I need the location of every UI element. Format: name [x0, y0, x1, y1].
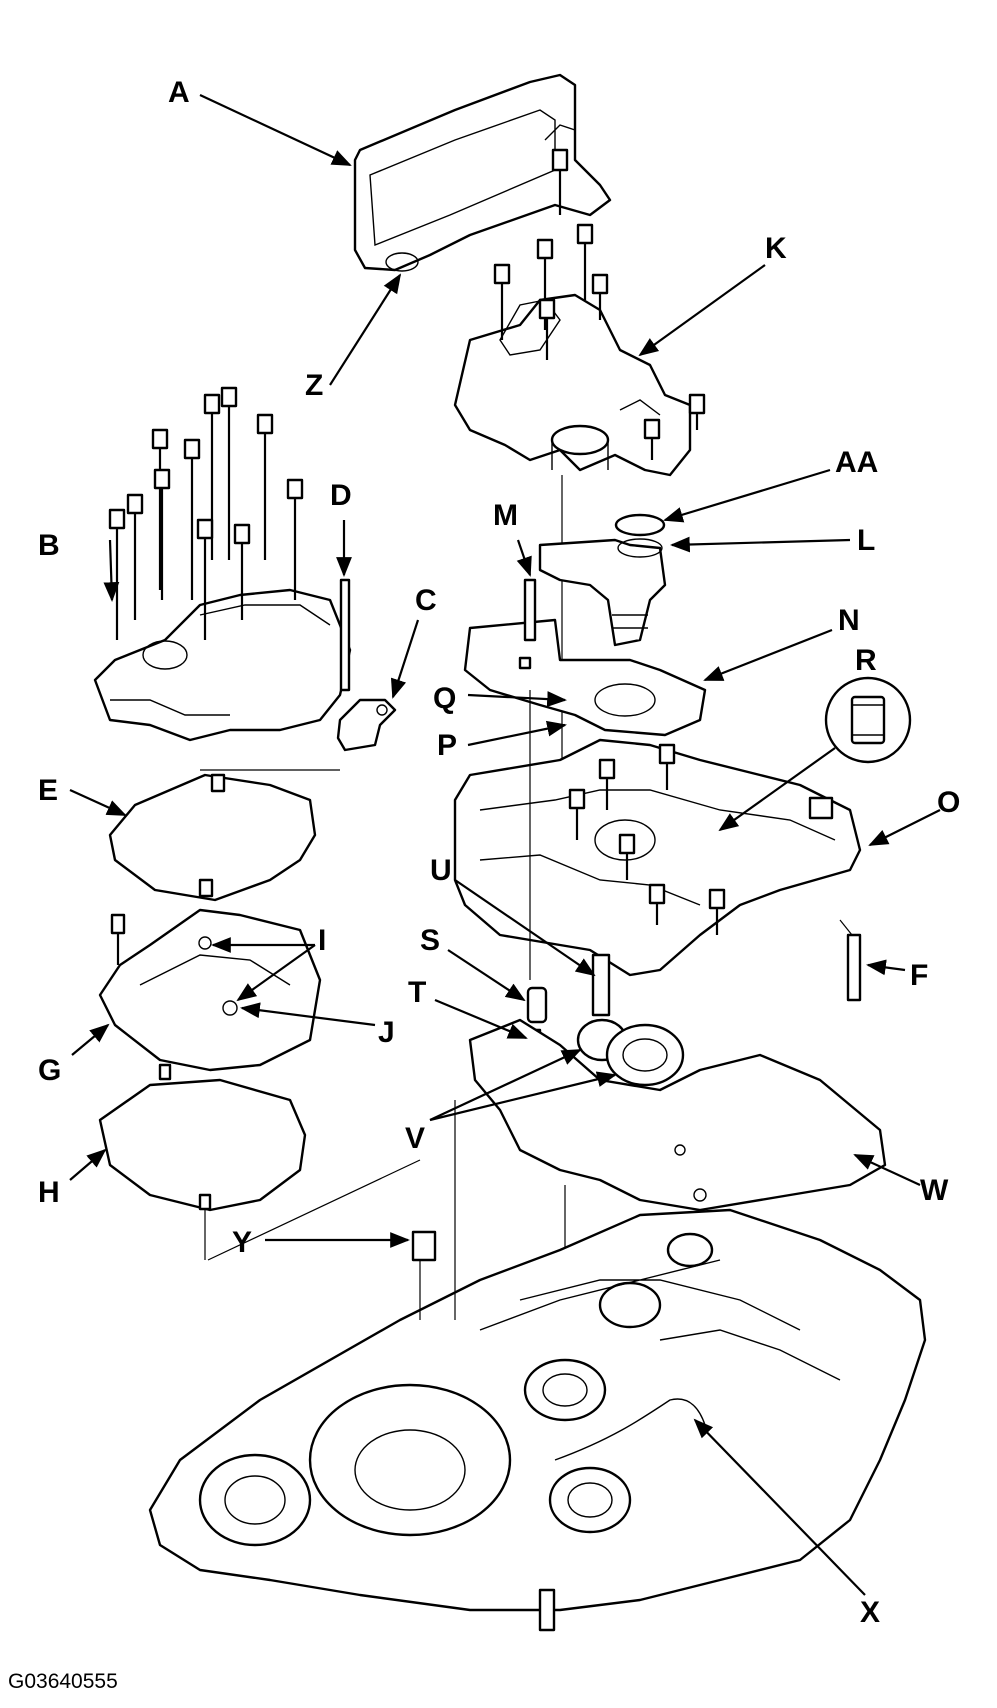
part-o-main-valve-body	[453, 738, 862, 977]
label-t: T	[408, 976, 426, 1009]
part-b-valve-body	[93, 588, 352, 742]
label-e: E	[38, 774, 58, 807]
leader-f	[866, 959, 906, 976]
figure-code: G03640555	[8, 1670, 118, 1693]
leader-s	[447, 949, 526, 1002]
label-s: S	[420, 924, 440, 957]
part-d-rod	[339, 578, 351, 692]
leader-b	[103, 539, 120, 602]
leader-j	[240, 1002, 376, 1027]
leader-w	[853, 1154, 921, 1186]
leader-t	[434, 998, 528, 1040]
label-i: I	[318, 924, 326, 957]
label-v: V	[405, 1122, 425, 1155]
part-o-bolts	[568, 743, 726, 935]
leader-u	[454, 879, 596, 977]
leader-m	[516, 539, 532, 577]
leader-q	[467, 691, 567, 707]
leader-n	[703, 628, 833, 682]
part-w-separator-plate	[468, 1018, 887, 1290]
leader-p	[467, 720, 567, 747]
part-u-shaft	[591, 953, 611, 1017]
label-k: K	[765, 232, 787, 265]
label-n: N	[838, 604, 860, 637]
part-v-gears	[576, 1018, 685, 1087]
label-h: H	[38, 1176, 60, 1209]
callout-labels: A B C D E F G H I J K L M N O P Q R S T …	[8, 76, 960, 1693]
part-l-shaft-assembly	[538, 513, 667, 647]
part-g-valve-body	[98, 908, 322, 1072]
label-g: G	[38, 1054, 61, 1087]
leader-o	[868, 809, 941, 846]
label-f: F	[910, 959, 928, 992]
part-transmission-case	[148, 1208, 927, 1632]
leader-v1	[429, 1049, 582, 1121]
label-p: P	[437, 729, 457, 762]
label-aa: AA	[835, 446, 878, 479]
label-m: M	[493, 499, 518, 532]
label-y: Y	[232, 1226, 252, 1259]
callout-leaders	[69, 94, 941, 1596]
leader-k	[638, 264, 766, 357]
leader-a	[199, 94, 352, 166]
leader-l	[670, 536, 851, 553]
part-c-bracket	[336, 698, 397, 752]
part-a-cover	[353, 73, 612, 272]
part-k-bolts	[493, 148, 706, 460]
label-o: O	[937, 786, 960, 819]
part-e-gasket	[108, 773, 317, 902]
part-s-sleeve	[526, 986, 548, 1024]
label-x: X	[860, 1596, 880, 1629]
leader-aa	[663, 468, 831, 523]
part-aa-ring	[614, 513, 666, 537]
leader-e	[69, 788, 127, 817]
leader-c	[390, 619, 420, 699]
leader-v2	[429, 1071, 617, 1122]
label-r: R	[855, 644, 877, 677]
label-z: Z	[305, 369, 323, 402]
leader-h	[69, 1148, 107, 1181]
part-n-separator-plate	[463, 578, 707, 737]
label-w: W	[920, 1174, 949, 1207]
part-r-filter-inset	[824, 676, 912, 764]
part-m-pin	[523, 578, 537, 642]
label-a: A	[168, 76, 190, 109]
part-f-dowel-pin	[846, 933, 862, 1002]
label-b: B	[38, 529, 60, 562]
leader-r	[718, 747, 836, 832]
part-y-block	[411, 1230, 437, 1262]
leader-g	[71, 1023, 110, 1056]
leader-z	[329, 273, 402, 386]
label-c: C	[415, 584, 437, 617]
label-j: J	[378, 1016, 395, 1049]
leader-i2	[236, 944, 316, 1002]
label-d: D	[330, 479, 352, 512]
label-q: Q	[433, 682, 456, 715]
label-l: L	[857, 524, 875, 557]
part-b-bolts	[108, 386, 304, 640]
leader-x	[693, 1418, 866, 1596]
label-u: U	[430, 854, 452, 887]
part-h-gasket	[98, 1063, 307, 1260]
